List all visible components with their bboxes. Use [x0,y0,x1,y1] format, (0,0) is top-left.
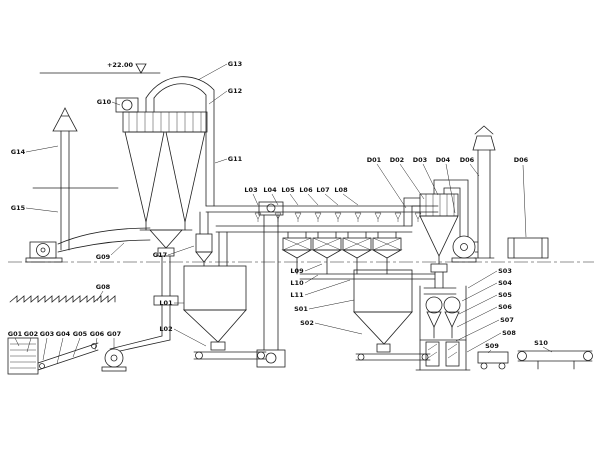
label-g03: G03 [40,330,54,338]
label-g06: G06 [90,330,105,338]
overhead-duct [145,76,215,207]
label-s03: S03 [498,267,512,275]
cyclone-right [419,179,469,273]
label-d02: D02 [390,156,404,164]
top-fan [115,97,139,113]
small-feed-tank [195,211,213,267]
label-g01: G01 [8,330,23,338]
belt-conveyor [517,350,593,370]
label-g04: G04 [56,330,71,338]
label-l10: L10 [290,279,304,287]
exhaust-stack-left [52,107,78,251]
label-d03: D03 [413,156,427,164]
bottom-conveyor-mid [355,353,431,361]
furnace [7,337,39,375]
label-g10: G10 [97,98,112,106]
label-g15: G15 [11,204,26,212]
label-d06b: D06 [514,156,529,164]
unit-d06-box [507,237,549,259]
sifter-unit-1 [281,231,313,275]
feeder-valves [254,212,422,222]
label-g08: G08 [96,283,111,291]
label-g07: G07 [107,330,121,338]
label-l07: L07 [316,186,329,194]
bag-cart [477,351,509,370]
packing-station [415,271,471,371]
label-g11: G11 [228,155,243,163]
label-g17: G17 [153,251,167,259]
label-s05: S05 [498,291,512,299]
collecting-pipe [299,273,436,280]
stack-fan [25,241,63,263]
label-s07: S07 [500,316,514,324]
bottom-conveyor-left [193,351,267,360]
label-l03: L03 [244,186,257,194]
elevation-text: +22.00 [107,61,133,69]
riser-duct [403,197,421,227]
feed-pipe [205,205,439,213]
hopper-l01 [182,265,247,351]
label-s04: S04 [498,279,512,287]
label-s08: S08 [502,329,516,337]
label-s01: S01 [294,305,308,313]
exhaust-stack-right [472,125,496,259]
label-g02: G02 [24,330,38,338]
label-l02: L02 [159,325,172,333]
label-l11: L11 [290,291,304,299]
gas-elbow-duct [57,227,151,253]
leader-lines [14,63,553,365]
label-l06: L06 [299,186,313,194]
sifter-unit-2 [311,231,343,275]
label-g12: G12 [228,87,242,95]
label-l01: L01 [159,299,173,307]
label-g14: G14 [11,148,26,156]
label-l09: L09 [290,267,304,275]
label-d06a: D06 [460,156,475,164]
label-d01: D01 [367,156,382,164]
label-d04: D04 [436,156,451,164]
label-s10: S10 [534,339,548,347]
labels: +22.00 G13 G12 G11 G10 G14 G15 G09 G08 G… [8,60,549,350]
hopper-s01 [353,269,413,353]
sifter-unit-3 [341,231,373,275]
stock-pile [9,295,116,303]
inclined-feeder [37,342,99,371]
screw-conveyor [215,225,413,267]
label-l05: L05 [281,186,295,194]
label-g05: G05 [73,330,88,338]
elevation-marker [39,63,161,74]
label-g13: G13 [228,60,242,68]
sifter-unit-4 [371,231,403,275]
label-s09: S09 [485,342,499,350]
twin-cyclone-separator [122,111,208,341]
label-l04: L04 [263,186,277,194]
fan-right [451,235,479,263]
label-l08: L08 [334,186,348,194]
label-s06: S06 [498,303,512,311]
hot-air-fan [101,335,171,372]
label-g09: G09 [96,253,111,261]
bucket-elevator [256,201,286,368]
label-s02: S02 [300,319,314,327]
